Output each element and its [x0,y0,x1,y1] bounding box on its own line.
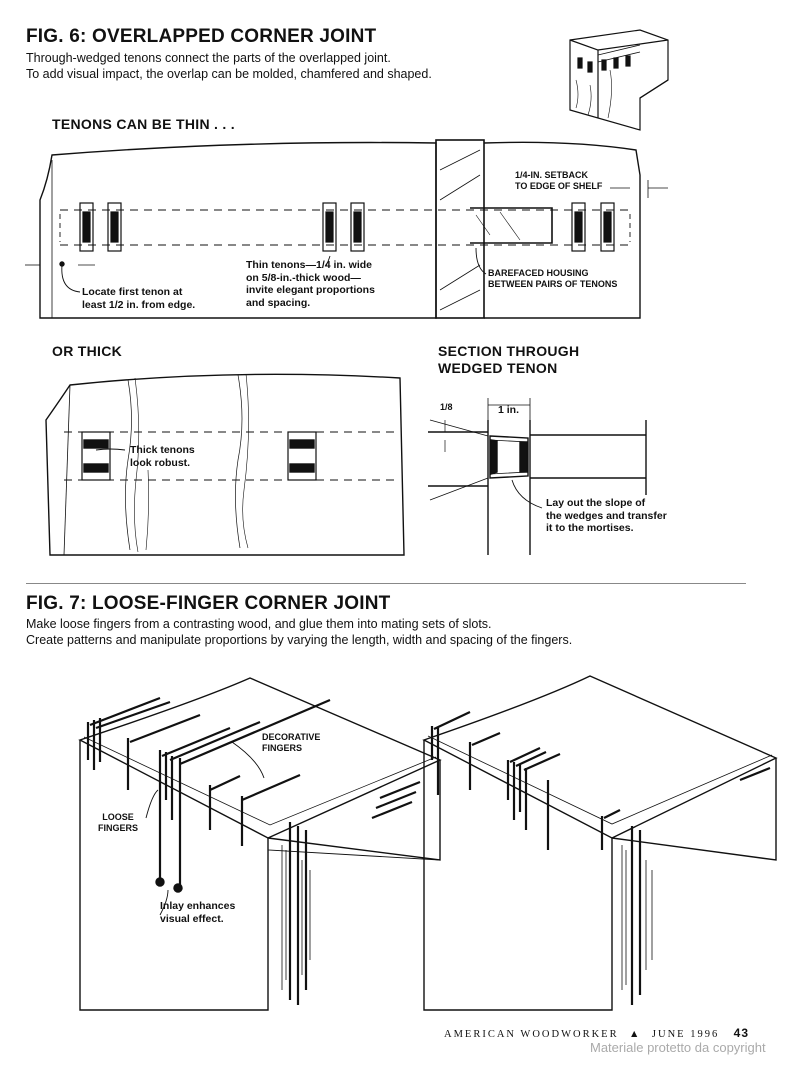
layout-note-line3: it to the mortises. [546,522,634,534]
copyright-watermark: Materiale protetto da copyright [590,1040,766,1055]
loose-label-line2: FINGERS [98,823,139,833]
section-heading-line2: WEDGED TENON [438,360,558,376]
section-wedged-tenon [428,398,647,555]
inlay-note-line1: Inlay enhances [160,900,236,912]
thin-tenons-note: Thin tenons—1/4 in. wide on 5/8-in.-thic… [246,259,375,309]
page-number: 43 [733,1026,750,1040]
issue-date: JUNE 1996 [651,1029,720,1040]
dimension-eighth: 1/8 [440,402,453,412]
section-heading: SECTION THROUGH WEDGED TENON [438,343,579,377]
loose-fingers-label: LOOSE FINGERS [98,812,138,834]
fig6-description-line2: To add visual impact, the overlap can be… [26,67,432,81]
thin-note-line4: and spacing. [246,296,311,309]
section-heading-line1: SECTION THROUGH [438,343,580,359]
loose-finger-left [78,677,442,1011]
housing-label-line1: BAREFACED HOUSING [488,268,589,278]
section-divider [26,583,746,584]
decorative-fingers-label: DECORATIVE FINGERS [262,732,320,754]
thin-note-line3: invite elegant proportions [246,284,375,296]
wedge-layout-note: Lay out the slope of the wedges and tran… [546,497,667,535]
dimension-one-inch: 1 in. [498,404,520,416]
setback-label-line1: 1/4-IN. SETBACK [515,170,589,180]
layout-note-line2: the wedges and transfer [546,509,667,522]
triangle-icon: ▲ [629,1029,642,1040]
locate-label-line1: Locate first tenon at [82,286,183,298]
fig7-description-line1: Make loose fingers from a contrasting wo… [26,617,492,631]
loose-finger-right [422,675,778,1011]
thin-tenons-heading: TENONS CAN BE THIN . . . [52,116,235,132]
corner-thumbnail [569,29,669,131]
setback-label-line2: TO EDGE OF SHELF [515,181,603,191]
thick-note-line1: Thick tenons [130,444,195,456]
thin-tenon-panel [25,139,668,319]
thick-tenon-panel [45,373,405,556]
thick-tenons-note: Thick tenons look robust. [130,444,195,469]
fig7-title: FIG. 7: LOOSE-FINGER CORNER JOINT [26,593,391,614]
thick-note-line2: look robust. [130,456,191,469]
housing-label-line2: BETWEEN PAIRS OF TENONS [488,279,618,289]
fig6-title: FIG. 6: OVERLAPPED CORNER JOINT [26,26,377,47]
thin-note-line1: Thin tenons—1/4 in. wide [246,259,373,271]
thick-tenons-heading: OR THICK [52,343,123,359]
inlay-note: Inlay enhances visual effect. [160,900,235,925]
loose-label-line1: LOOSE [102,812,134,822]
setback-label: 1/4-IN. SETBACK TO EDGE OF SHELF [515,170,602,192]
layout-note-line1: Lay out the slope of [546,497,646,509]
thin-note-line2: on 5/8-in.-thick wood— [246,271,361,284]
locate-first-tenon-label: Locate first tenon at least 1/2 in. from… [82,286,195,311]
inlay-note-line2: visual effect. [160,912,224,925]
locate-label-line2: least 1/2 in. from edge. [82,298,196,311]
barefaced-housing-label: BAREFACED HOUSING BETWEEN PAIRS OF TENON… [488,268,617,290]
fig7-description-line2: Create patterns and manipulate proportio… [26,633,573,647]
magazine-name: AMERICAN WOODWORKER [444,1029,619,1040]
decorative-label-line2: FINGERS [262,743,303,753]
decorative-label-line1: DECORATIVE [262,732,321,742]
fig6-description-line1: Through-wedged tenons connect the parts … [26,51,391,65]
page-footer: AMERICAN WOODWORKER ▲ JUNE 1996 43 [444,1024,749,1042]
